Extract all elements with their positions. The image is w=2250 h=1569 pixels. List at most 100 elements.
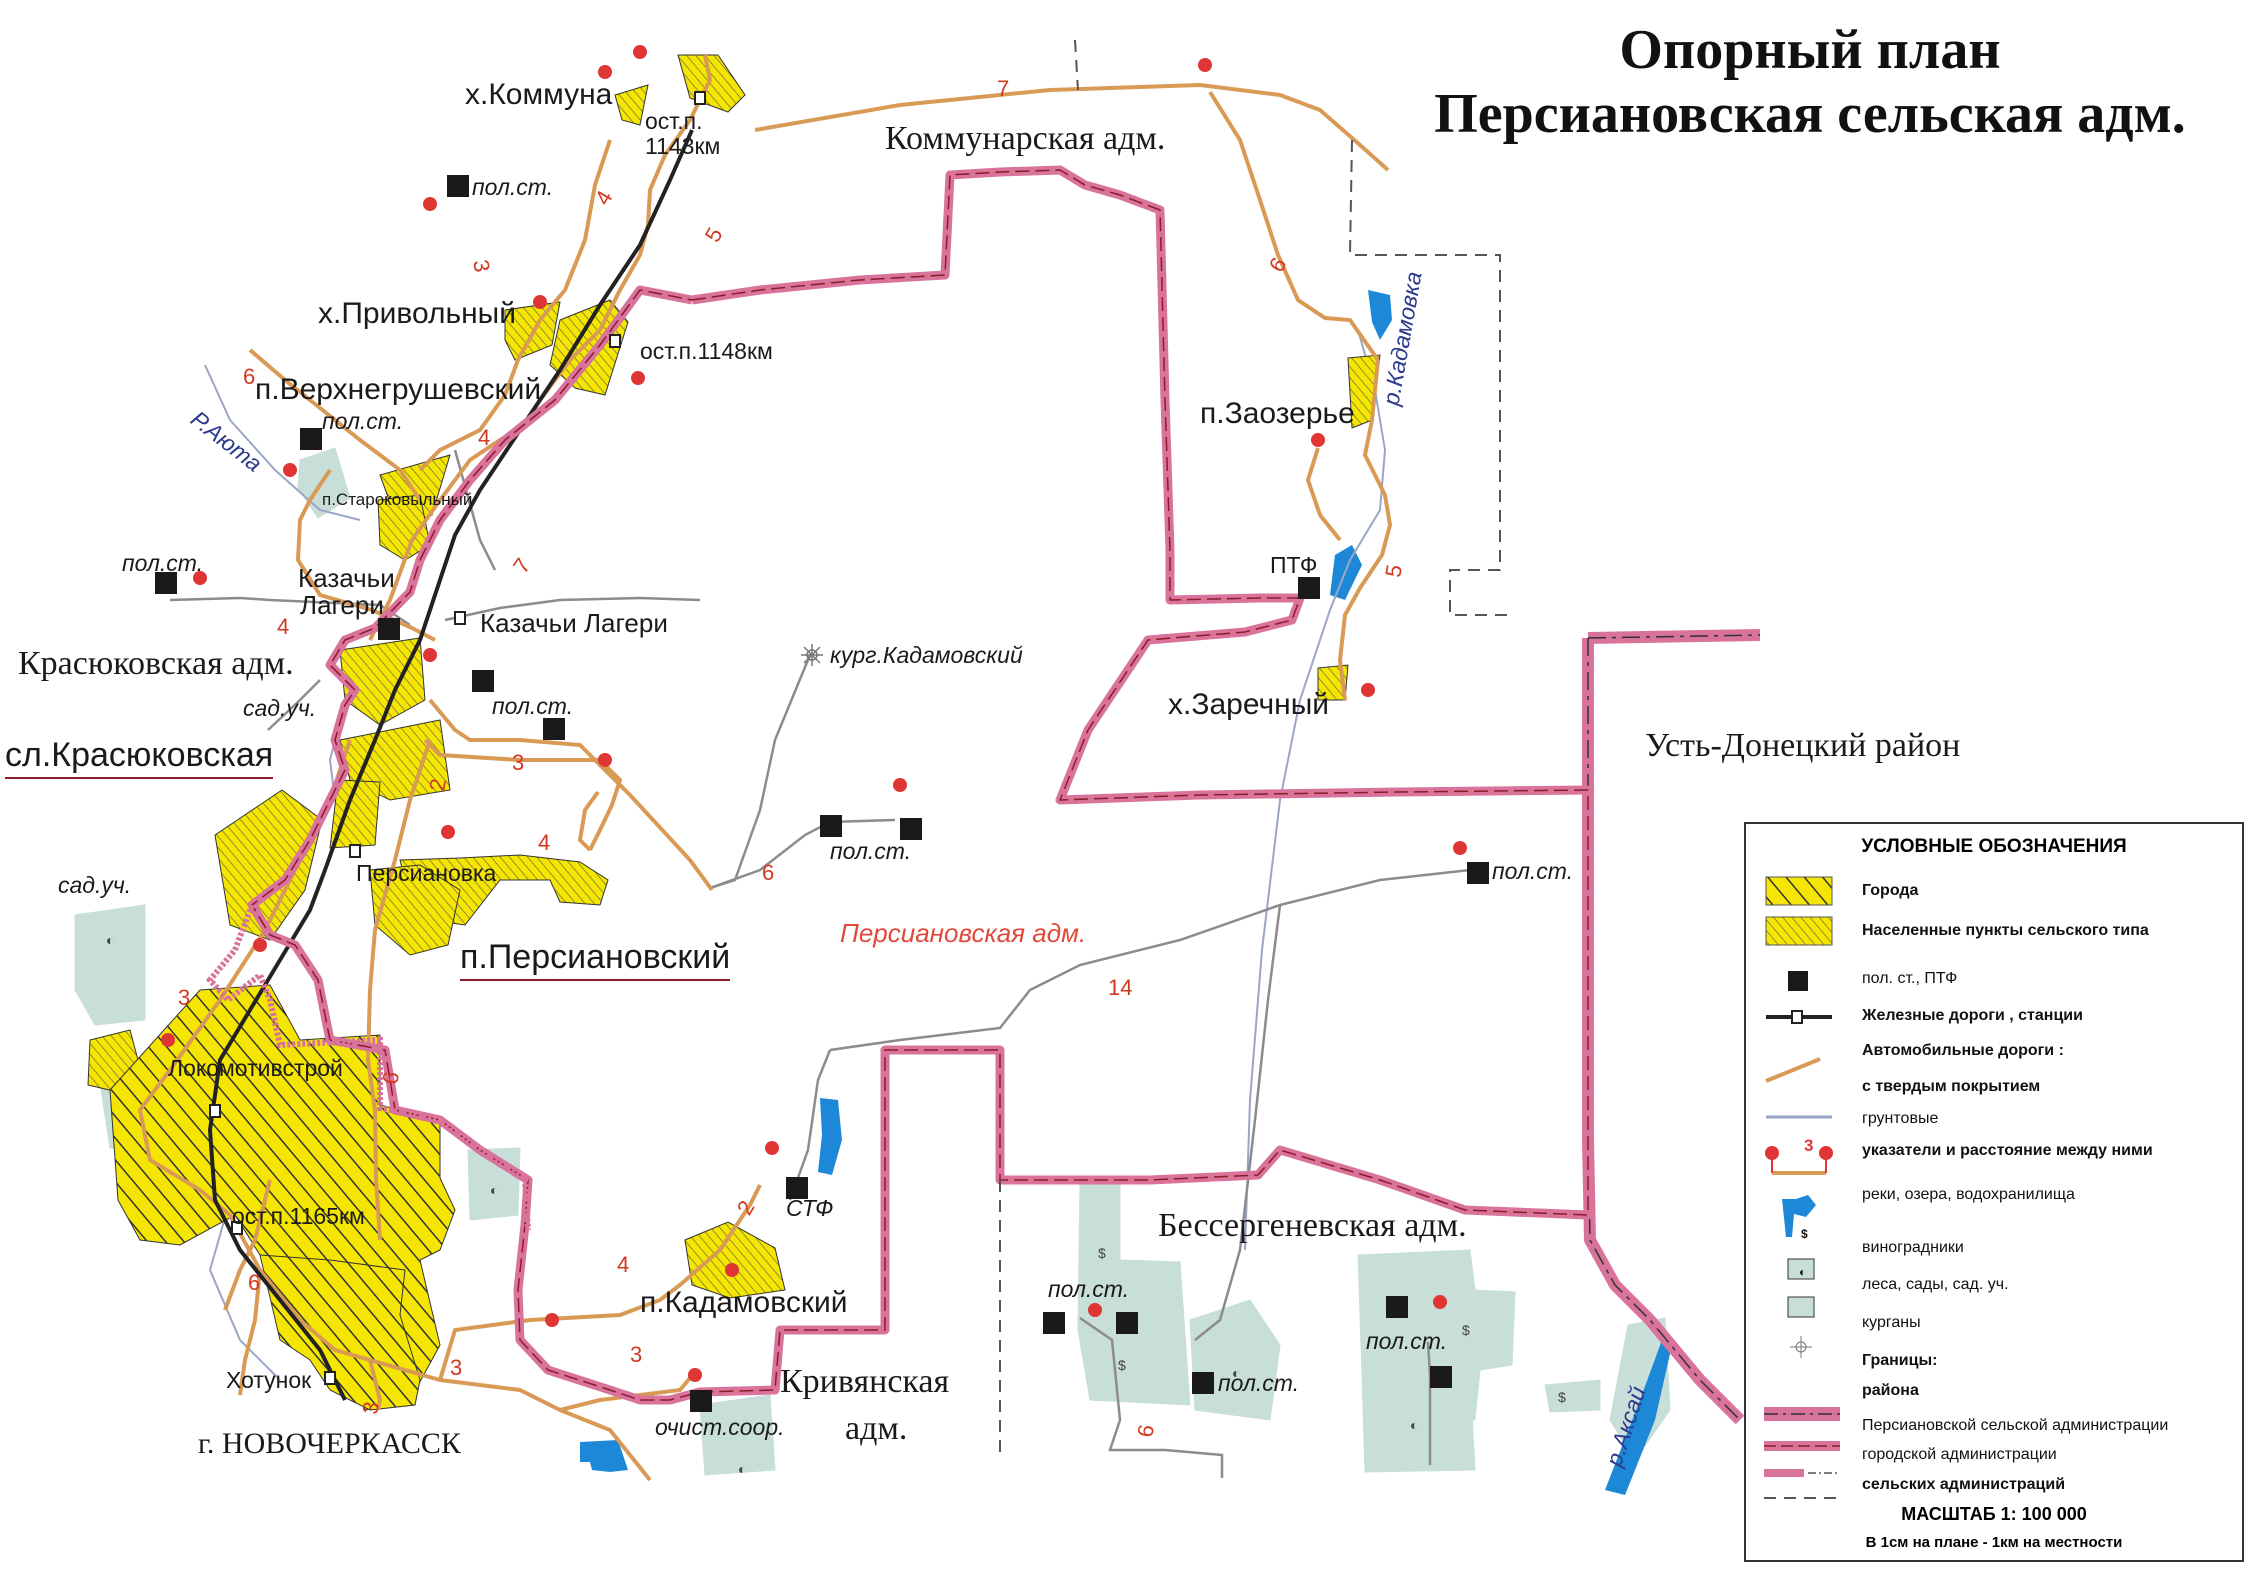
legend-scale-note: В 1см на плане - 1км на местности [1865,1534,2123,1551]
kurgan-icon [801,644,823,666]
rural-borders [999,39,1510,1452]
legend-cities: Города [1862,882,1919,899]
label-admin-krivyanskaya-2: адм. [845,1410,908,1447]
label-starokovylny: п.Староковыльный [322,490,473,509]
road-distance: 3 [450,1355,463,1380]
label-lokomotivstroy: Локомотивстрой [168,1055,343,1081]
rail-stops [209,91,706,1385]
label-kazachi-lageri-1: Казачьи [298,563,395,593]
legend-rural-border-symbol [1764,1497,1840,1499]
label-admin-bessergenevskaya: Бессергеневская адм. [1158,1207,1467,1244]
svg-text:$: $ [1462,1322,1470,1338]
road-distance: 4 [478,425,491,450]
legend-rural: Населенные пункты сельского типа [1862,922,2149,939]
label-stop-1148: ост.п.1148км [640,338,773,364]
label-kommuna: х.Коммуна [465,78,613,111]
legend-signs: указатели и расстояние между ними [1862,1142,2153,1159]
label-verkhnegrushevsky: п.Верхнегрушевский [255,373,542,406]
road-distance: 6 [762,860,775,885]
label-stop-1143-1: ост.п. [645,108,703,134]
road-distance: 6 [248,1270,261,1295]
label-kazachi-lageri-station: Казачьи Лагери [480,608,668,638]
label-admin-persianovskaya: Персиановская адм. [840,918,1087,948]
legend-city-border: городской администрации [1862,1446,2057,1463]
road-distance: 4 [617,1252,630,1277]
legend-rural-border: сельских администраций [1862,1476,2066,1493]
label-novocherkassk: г. НОВОЧЕРКАССК [198,1427,461,1460]
label-persianovka: Персиановка [356,860,497,886]
svg-text:◐: ◐ [490,1182,498,1198]
label-pol-st-6: пол.ст. [1492,858,1574,884]
label-pol-st-7: пол.ст. [1048,1276,1130,1302]
label-pol-st-4: пол.ст. [492,693,574,719]
road-distance: 14 [1108,975,1133,1000]
svg-text:◐: ◐ [738,1461,746,1477]
label-ochist: очист.соор. [655,1414,785,1440]
label-kadamovsky: п.Кадамовский [640,1286,848,1319]
road-distance: 3 [512,750,525,775]
legend-vineyards: виноградники [1862,1239,1964,1256]
legend-borders-header: Границы: [1862,1352,1938,1369]
label-admin-krivyanskaya-1: Кривянская [780,1363,950,1400]
label-pol-st-1: пол.ст. [472,174,554,200]
legend-district: района [1862,1382,1919,1399]
label-pol-st-9: пол.ст. [1366,1328,1448,1354]
label-zarechny: х.Заречный [1168,688,1330,721]
legend-panel: УСЛОВНЫЕ ОБОЗНАЧЕНИЯ 3 $ ◐ Города Населе… [1744,822,2244,1562]
dirt-roads [169,449,1471,1478]
legend-vineyard-mark: $ [1801,1227,1808,1241]
legend-mounds: курганы [1862,1314,1921,1331]
svg-text:◐: ◐ [1410,1417,1418,1433]
label-stf: СТФ [786,1195,834,1221]
label-kazachi-lageri-2: Лагери [300,590,384,620]
label-ptf: ПТФ [1270,552,1318,578]
legend-paved: с твердым покрытием [1862,1078,2041,1095]
direction-signs [161,45,1467,1382]
svg-text:◐: ◐ [1232,1365,1240,1381]
label-zaozerye: п.Заозерье [1200,397,1355,430]
svg-text:$: $ [1098,1245,1106,1261]
label-persianovsky: п.Персиановский [460,938,731,981]
label-admin-krasyukovskaya: Красюковская адм. [18,645,294,682]
legend-forests: леса, сады, сад. уч. [1862,1276,2009,1293]
label-krasyukovskaya: сл.Красюковская [5,736,274,779]
city-border [206,903,531,1231]
label-admin-kommunarskaya: Коммунарская адм. [885,120,1166,157]
label-stop-1165: ост.п.1165км [232,1203,365,1229]
label-pol-st-3: пол.ст. [122,550,204,576]
svg-text:$: $ [1118,1357,1126,1373]
legend-persianovskaya-border: Персиановской сельской администрации [1862,1417,2169,1434]
road-distance: 6 [243,364,256,389]
legend-title: УСЛОВНЫЕ ОБОЗНАЧЕНИЯ [1861,836,2127,857]
label-sad-uch-2: сад.уч. [58,872,132,898]
road-distance: 4 [277,614,290,639]
field-camps [155,175,1489,1412]
legend-roads-header: Автомобильные дороги : [1862,1042,2064,1059]
label-ust-donetsky: Усть-Донецкий район [1645,727,1961,764]
road-distance: 3 [630,1342,643,1367]
area-marks: ◐ ◐ ◐ $ $ ◐ $ ◐ $ [106,932,1566,1477]
road-distance: 7 [997,76,1010,101]
legend-dirt: грунтовые [1862,1110,1939,1127]
label-privolny: х.Привольный [318,297,516,330]
legend-symbols [1764,876,1840,1477]
road-distance: 3 [178,985,191,1010]
road-distance: 4 [538,830,551,855]
label-pol-st-2: пол.ст. [322,408,404,434]
legend-scale: МАСШТАБ 1: 100 000 [1901,1504,2087,1524]
map-title-line-2: Персиановская сельская адм. [1434,83,2186,145]
legend-railways: Железные дороги , станции [1862,1007,2083,1024]
legend-forest-mark: ◐ [1799,1265,1807,1279]
label-sad-uch-1: сад.уч. [243,695,317,721]
svg-text:$: $ [1558,1389,1566,1405]
label-pol-st-8: пол.ст. [1218,1370,1300,1396]
legend-field-camps: пол. ст., ПТФ [1862,970,1958,987]
label-khotunok: Хотунок [226,1367,312,1393]
railway [207,129,694,1401]
label-stop-1143-2: 1143км [645,133,721,159]
label-kurgan: кург.Кадамовский [830,642,1023,668]
paved-roads [137,54,1393,1482]
map-title-line-1: Опорный план [1619,19,2001,81]
svg-text:◐: ◐ [106,932,114,948]
